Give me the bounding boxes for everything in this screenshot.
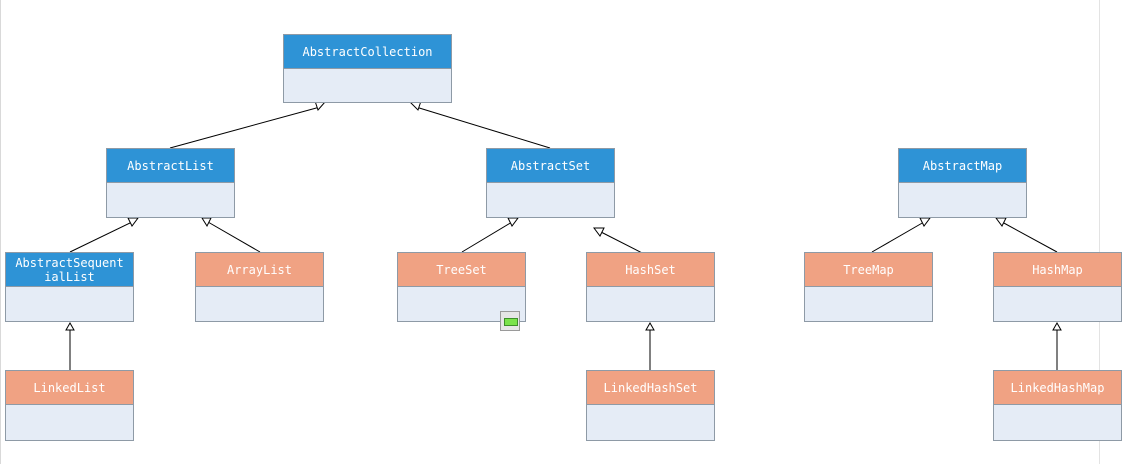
class-body <box>994 287 1121 321</box>
edge-hashmap-abstractmap <box>1001 221 1058 253</box>
class-abstractsequentiallist[interactable]: AbstractSequent ialList <box>5 252 134 322</box>
arrowhead-hollow <box>1052 321 1062 331</box>
class-abstractmap[interactable]: AbstractMap <box>898 148 1027 218</box>
class-body <box>6 287 133 321</box>
class-name: AbstractMap <box>899 149 1026 183</box>
green-bar-fill <box>504 318 518 326</box>
arrowhead-hollow <box>593 227 605 237</box>
class-name: AbstractSet <box>487 149 614 183</box>
class-abstractcollection[interactable]: AbstractCollection <box>283 34 452 103</box>
arrowhead-hollow <box>995 217 1007 227</box>
class-body <box>487 183 614 217</box>
class-linkedhashset[interactable]: LinkedHashSet <box>586 370 715 441</box>
class-body <box>107 183 234 217</box>
arrowhead-hollow <box>201 217 212 228</box>
class-abstractset[interactable]: AbstractSet <box>486 148 615 218</box>
class-abstractlist[interactable]: AbstractList <box>106 148 235 218</box>
class-name: LinkedList <box>6 371 133 405</box>
class-body <box>587 405 714 439</box>
class-linkedlist[interactable]: LinkedList <box>5 370 134 441</box>
left-edge-rule <box>0 0 1 464</box>
class-body <box>805 287 932 321</box>
class-hashset[interactable]: HashSet <box>586 252 715 322</box>
class-body <box>196 287 323 321</box>
class-name: AbstractCollection <box>284 35 451 69</box>
class-name: TreeSet <box>398 253 525 287</box>
edge-abstractset-abstractcollection <box>415 106 551 149</box>
edge-abstractsequentiallist-abstractlist <box>69 221 133 253</box>
class-name: HashMap <box>994 253 1121 287</box>
class-body <box>899 183 1026 217</box>
class-name: AbstractList <box>107 149 234 183</box>
arrowhead-hollow <box>645 321 655 331</box>
arrowhead-hollow <box>65 321 75 331</box>
edge-abstractlist-abstractcollection <box>169 106 321 149</box>
class-name: HashSet <box>587 253 714 287</box>
class-treeset[interactable]: TreeSet <box>397 252 526 322</box>
class-body <box>587 287 714 321</box>
right-edge-rule <box>1099 0 1100 464</box>
class-name: AbstractSequent ialList <box>6 253 133 287</box>
class-body <box>6 405 133 439</box>
class-name: LinkedHashMap <box>994 371 1121 405</box>
class-body <box>994 405 1121 439</box>
class-body <box>284 69 451 103</box>
edge-arraylist-abstractlist <box>207 221 261 253</box>
edge-treeset-abstractset <box>461 221 513 253</box>
edge-treemap-abstractmap <box>871 221 925 253</box>
class-hashmap[interactable]: HashMap <box>993 252 1122 322</box>
arrowhead-hollow <box>127 217 139 227</box>
arrowhead-hollow <box>919 217 931 227</box>
green-bar-icon[interactable] <box>500 311 520 331</box>
arrowhead-hollow <box>507 217 519 227</box>
class-treemap[interactable]: TreeMap <box>804 252 933 322</box>
class-linkedhashmap[interactable]: LinkedHashMap <box>993 370 1122 441</box>
class-name: ArrayList <box>196 253 323 287</box>
class-name: LinkedHashSet <box>587 371 714 405</box>
class-name: TreeMap <box>805 253 932 287</box>
class-arraylist[interactable]: ArrayList <box>195 252 324 322</box>
